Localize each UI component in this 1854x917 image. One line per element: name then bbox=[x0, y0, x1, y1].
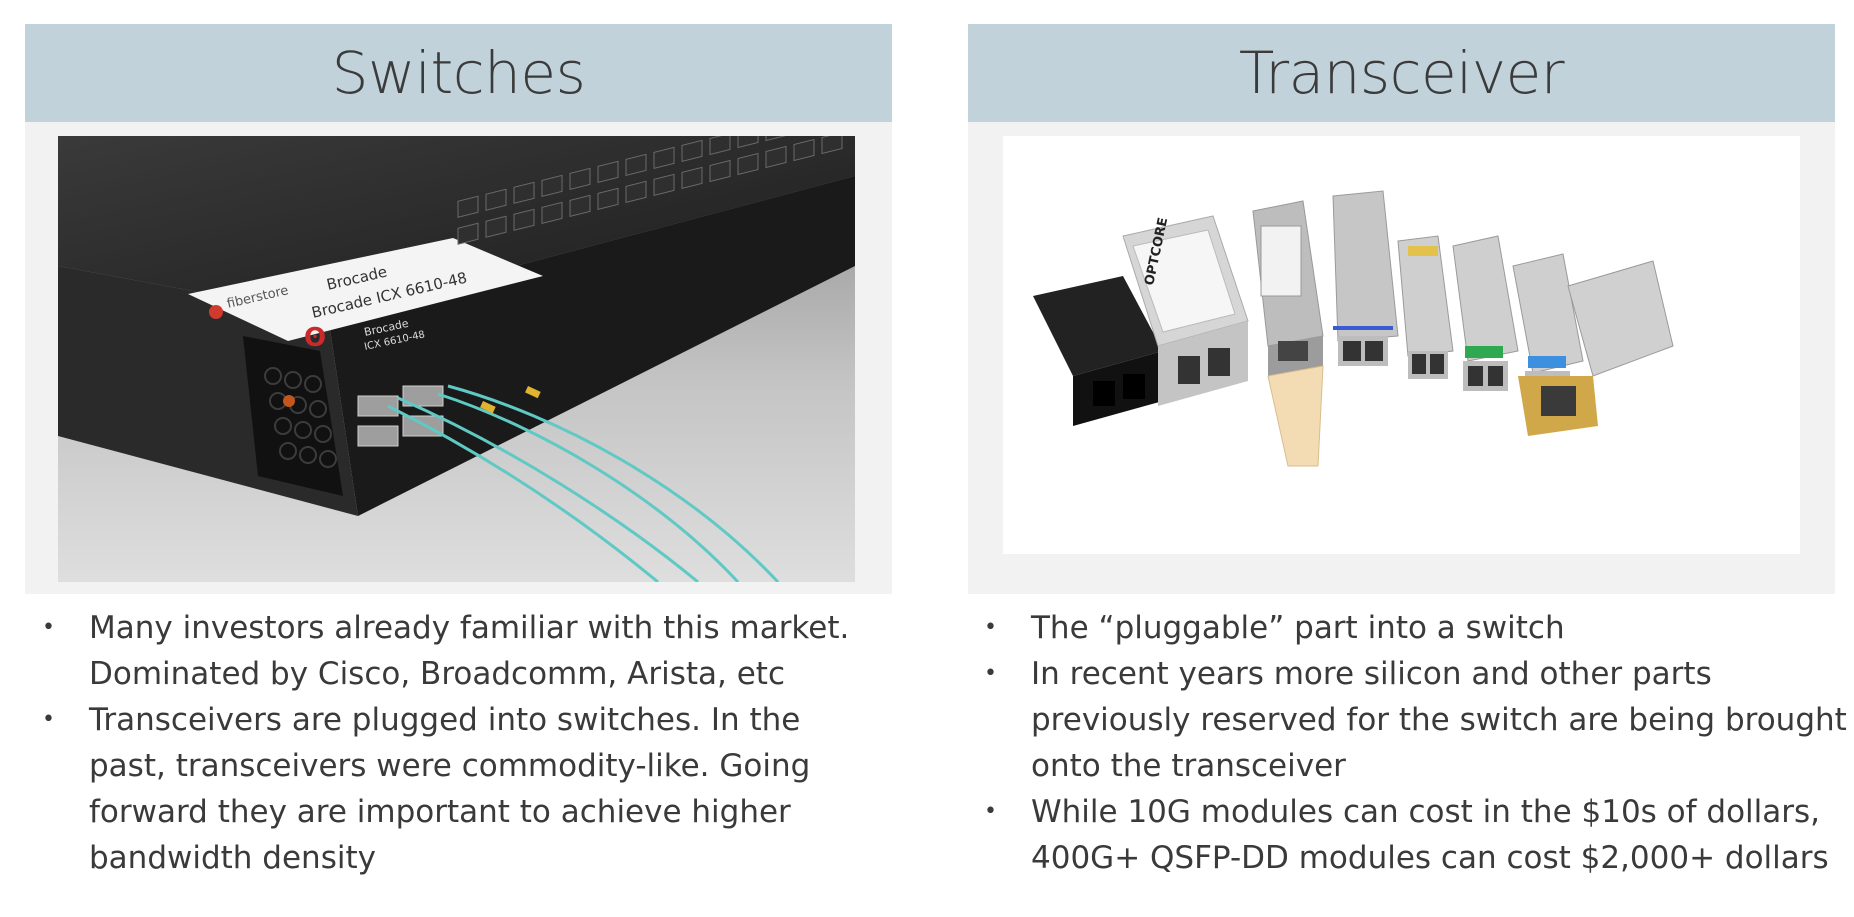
list-item: • The “pluggable” part into a switch bbox=[978, 605, 1854, 651]
bullet-icon: • bbox=[42, 707, 55, 732]
bullet-text: Many investors already familiar with thi… bbox=[89, 610, 850, 692]
transceiver-modules-illustration: OPTCORE bbox=[1003, 136, 1800, 554]
bullet-icon: • bbox=[42, 615, 55, 640]
switches-bullet-list: • Many investors already familiar with th… bbox=[36, 605, 886, 881]
switches-panel: Switches bbox=[25, 24, 892, 594]
switches-title: Switches bbox=[25, 24, 892, 122]
bullet-text: Transceivers are plugged into switches. … bbox=[89, 702, 811, 876]
transceiver-bullet-list: • The “pluggable” part into a switch • In … bbox=[978, 605, 1854, 881]
bullet-text: The “pluggable” part into a switch bbox=[1031, 610, 1565, 646]
module-sfp-1 bbox=[1332, 190, 1399, 366]
transceiver-title: Transceiver bbox=[968, 24, 1835, 122]
bullet-text: In recent years more silicon and other p… bbox=[1031, 656, 1847, 784]
module-gbic-black bbox=[1033, 276, 1163, 426]
list-item: • While 10G modules can cost in the $10s … bbox=[978, 789, 1854, 881]
bullet-icon: • bbox=[984, 615, 997, 640]
network-switch-photo: fiberstore Brocade Brocade ICX 6610-48 ʘ… bbox=[58, 136, 855, 582]
module-sfp-green bbox=[1452, 235, 1519, 391]
module-qsfp bbox=[1252, 200, 1324, 467]
transceiver-panel: Transceiver OPTCORE bbox=[968, 24, 1835, 594]
network-switch-illustration: fiberstore Brocade Brocade ICX 6610-48 ʘ… bbox=[58, 136, 855, 582]
module-gbic-silver: OPTCORE bbox=[1122, 215, 1249, 406]
brocade-logo-icon: ʘ bbox=[304, 323, 326, 353]
bullet-icon: • bbox=[984, 661, 997, 686]
list-item: • In recent years more silicon and other … bbox=[978, 651, 1854, 789]
list-item: • Transceivers are plugged into switches.… bbox=[36, 697, 886, 881]
fiberstore-logo-icon bbox=[209, 305, 223, 319]
transceiver-modules-photo: OPTCORE bbox=[1003, 136, 1800, 554]
switches-photo-frame: fiberstore Brocade Brocade ICX 6610-48 ʘ… bbox=[25, 122, 892, 594]
module-sfp-2 bbox=[1397, 235, 1454, 379]
module-sfp-copper bbox=[1518, 260, 1674, 436]
transceiver-photo-frame: OPTCORE bbox=[968, 122, 1835, 594]
bullet-text: While 10G modules can cost in the $10s o… bbox=[1031, 794, 1829, 876]
bullet-icon: • bbox=[984, 799, 997, 824]
list-item: • Many investors already familiar with th… bbox=[36, 605, 886, 697]
